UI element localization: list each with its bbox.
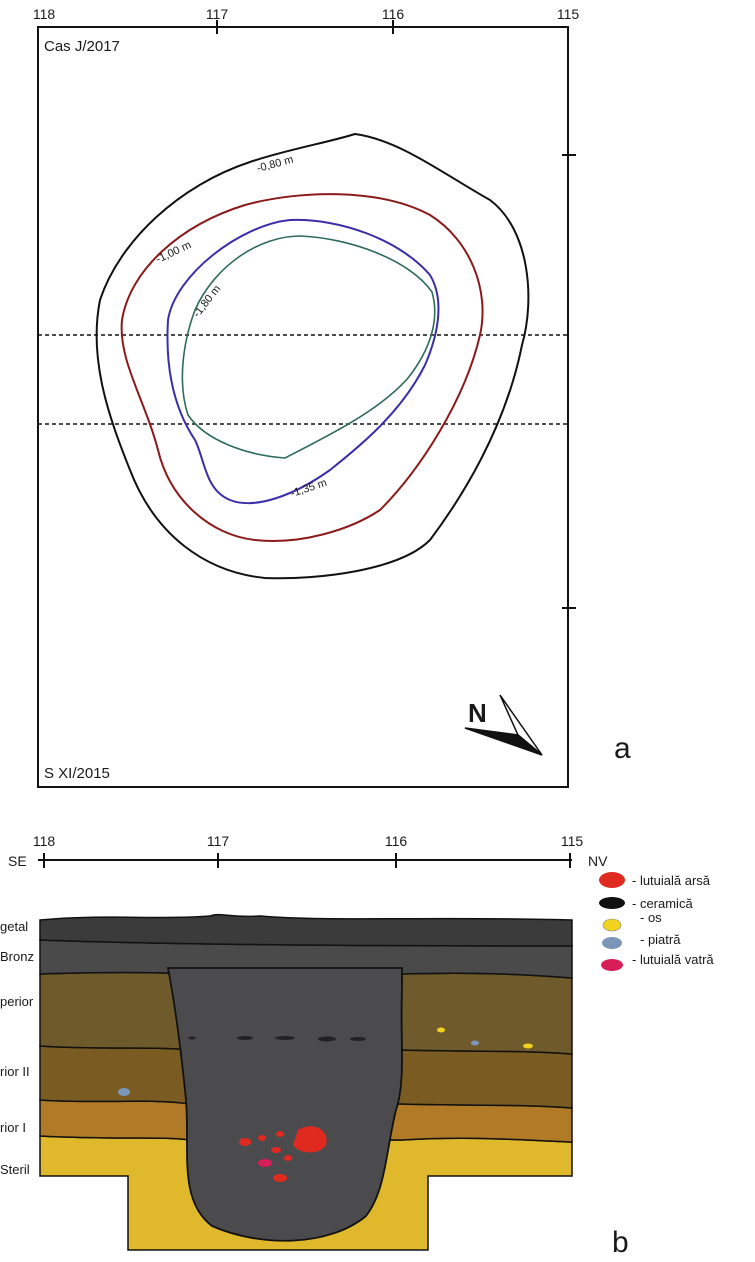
section-tick-117: 117: [207, 833, 230, 849]
hearth-daub-find: [258, 1159, 272, 1167]
section-tick-118: 118: [33, 833, 56, 849]
north-arrow-icon: [464, 694, 543, 756]
panel-letter-a: a: [614, 732, 631, 765]
plan-tick-115: 115: [557, 6, 580, 22]
legend-swatch-stone: [602, 937, 622, 949]
legend-label-hearth-daub: - lutuială vatră: [632, 952, 714, 967]
section-dir-nv: NV: [588, 853, 608, 869]
section-panel: 118 117 116 115 SE NV - lutuială arsă: [8, 833, 714, 1259]
legend: - lutuială arsă - ceramică - os - piatră…: [599, 872, 714, 971]
stratum-label-rior-2: rior II: [0, 1064, 30, 1079]
plan-tick-116: 116: [382, 6, 405, 22]
pit: [166, 967, 403, 1242]
legend-label-ceramic: - ceramică: [632, 896, 693, 911]
legend-label-bone: - os: [640, 910, 662, 925]
stratum-vegetal: [39, 913, 573, 947]
stone-finds: [118, 1040, 479, 1096]
contour-180: [166, 218, 440, 505]
bone-finds: [437, 1027, 533, 1049]
stratum-label-steril: Steril: [0, 1162, 30, 1177]
plan-tick-117: 117: [206, 6, 229, 22]
legend-label-burnt-daub: - lutuială arsă: [632, 873, 711, 888]
plan-tick-marks: [216, 20, 576, 609]
section-scale-ticks: [43, 853, 571, 868]
contour-135: [181, 235, 436, 459]
north-label: N: [468, 698, 487, 728]
legend-swatch-burnt-daub: [599, 872, 625, 888]
legend-swatch-bone: [602, 918, 622, 932]
ceramic-finds: [188, 1036, 366, 1042]
plan-tick-118: 118: [33, 6, 56, 22]
burnt-daub-finds: [239, 1126, 327, 1182]
plan-frame: [37, 26, 569, 788]
legend-swatch-ceramic: [599, 897, 625, 909]
contour-080: [95, 132, 530, 580]
contour-100: [120, 193, 484, 542]
plan-title-top: Cas J/2017: [44, 38, 120, 55]
section-tick-116: 116: [385, 833, 408, 849]
panel-letter-b: b: [612, 1226, 629, 1259]
legend-label-stone: - piatră: [640, 932, 681, 947]
stratum-label-perior: perior: [0, 994, 34, 1009]
stratum-label-getal: getal: [0, 919, 28, 934]
legend-swatch-hearth-daub: [601, 959, 623, 971]
section-dir-se: SE: [8, 853, 27, 869]
stratum-label-bronz: Bronz: [0, 949, 34, 964]
section-tick-115: 115: [561, 833, 584, 849]
stratum-label-rior-1: rior I: [0, 1120, 26, 1135]
plan-title-bottom: S XI/2015: [44, 765, 110, 782]
